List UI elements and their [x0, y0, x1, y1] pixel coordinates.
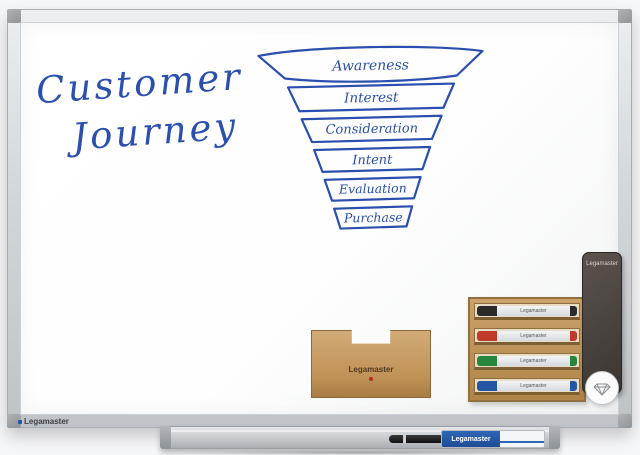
marker-label: Legamaster [497, 356, 570, 366]
marker-green: Legamaster [477, 356, 577, 366]
funnel-diagram: Awareness Interest Consideration Intent … [257, 45, 484, 230]
tray-end-cap [549, 426, 560, 449]
eraser-box: Legamaster [441, 430, 545, 448]
marker-label: Legamaster [497, 306, 570, 316]
marker-slot: Legamaster [474, 328, 580, 345]
marker-cap-icon [477, 331, 497, 341]
frame-corner-cap [7, 414, 21, 428]
tray-shadow [170, 450, 550, 455]
marker-end-icon [570, 306, 577, 316]
marker-slot: Legamaster [474, 303, 580, 320]
frame-corner-cap [618, 414, 632, 428]
tray-end-cap [160, 426, 171, 449]
eraser-box-stripe [500, 441, 544, 443]
marker-label: Legamaster [497, 381, 570, 391]
funnel-stage-label: Purchase [343, 209, 403, 225]
funnel-stage-shape [257, 45, 484, 83]
quality-badge [585, 371, 619, 405]
pen-tray: Legamaster [160, 426, 560, 449]
eraser-box-label: Legamaster [442, 431, 500, 447]
funnel-stage-label: Consideration [325, 121, 418, 138]
brand-logo-text: Legamaster [24, 417, 69, 426]
funnel-stage-shape [300, 114, 443, 144]
marker-blue: Legamaster [477, 381, 577, 391]
marker-black: Legamaster [477, 306, 577, 316]
magnetic-eraser-label: Legamaster [586, 261, 618, 267]
marker-cap-icon [477, 381, 497, 391]
marker-end-icon [570, 331, 577, 341]
tray-lip [171, 430, 549, 432]
marker-ring-icon [403, 435, 406, 443]
marker-slot: Legamaster [474, 378, 580, 395]
marker-cap-icon [477, 306, 497, 316]
funnel-stage-shape [323, 176, 422, 202]
funnel-stage-label: Intent [351, 153, 393, 169]
funnel-stage-label: Evaluation [338, 180, 407, 196]
marker-red: Legamaster [477, 331, 577, 341]
marker-end-icon [570, 356, 577, 366]
funnel-stage-shape [286, 82, 456, 113]
diamond-icon [593, 383, 611, 396]
marker-label: Legamaster [497, 331, 570, 341]
marker-cap-icon [477, 356, 497, 366]
magnetic-eraser: Legamaster [582, 252, 622, 394]
funnel-stage-label: Interest [343, 90, 399, 107]
wooden-eraser-label: Legamaster [348, 365, 394, 374]
marker-slot: Legamaster [474, 353, 580, 370]
logo-dot-icon [369, 377, 373, 381]
marker-end-icon [570, 381, 577, 391]
marker-holder: Legamaster Legamaster Legamaster Legamas… [468, 297, 586, 402]
frame-corner-cap [618, 9, 632, 23]
funnel-stage-label: Awareness [330, 57, 409, 74]
funnel-stage-shape [313, 145, 432, 173]
logo-dot-icon [18, 419, 22, 424]
frame-corner-cap [7, 9, 21, 23]
brand-logo: Legamaster [18, 417, 69, 426]
funnel-stage-shape [333, 205, 414, 230]
